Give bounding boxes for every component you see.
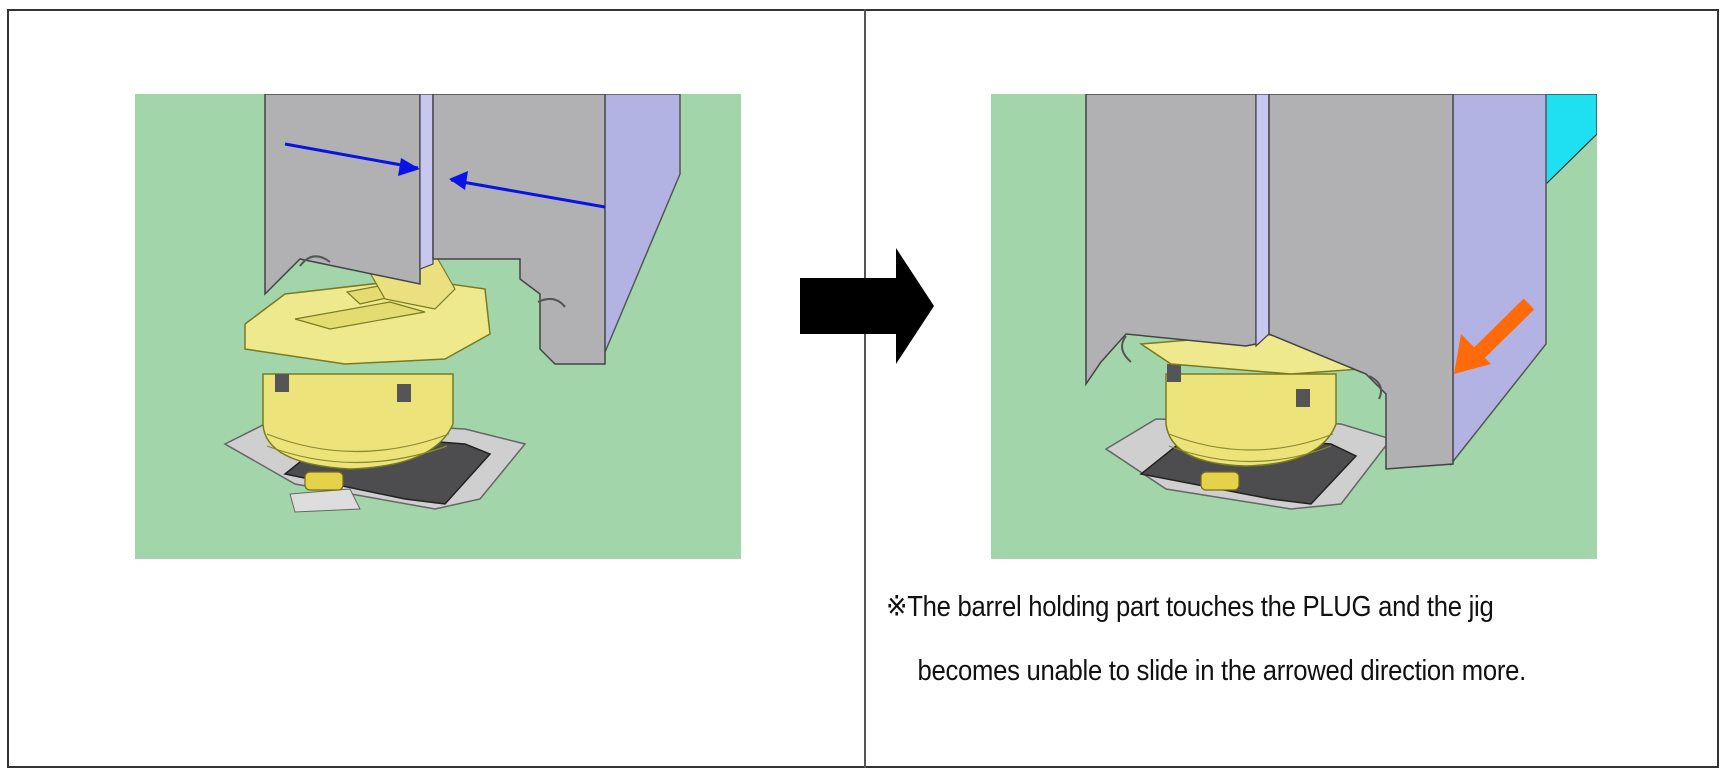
cyan-part-icon [1540, 94, 1597, 186]
before-panel-illustration [135, 94, 741, 559]
squeeze-arrow-right-icon [450, 178, 606, 209]
after-panel-illustration [991, 94, 1597, 559]
jig-left-block-icon [264, 94, 421, 296]
panel-divider [864, 9, 866, 768]
slide-direction-arrow-icon [1467, 298, 1535, 365]
flow-arrow-icon [800, 248, 934, 364]
note-line-2: becomes unable to slide in the arrowed d… [917, 655, 1527, 687]
figure-frame [7, 9, 1719, 768]
before-drawing [223, 94, 681, 513]
jig-right-block-icon [432, 94, 606, 365]
note-line-1: ※The barrel holding part touches the PLU… [886, 591, 1494, 623]
jig-side-face-icon [599, 94, 681, 365]
after-drawing [1085, 94, 1597, 510]
plug-tab-icon [304, 471, 344, 491]
squeeze-arrow-left-icon [284, 142, 419, 170]
explanatory-note: ※The barrel holding part touches the PLU… [886, 585, 1526, 713]
